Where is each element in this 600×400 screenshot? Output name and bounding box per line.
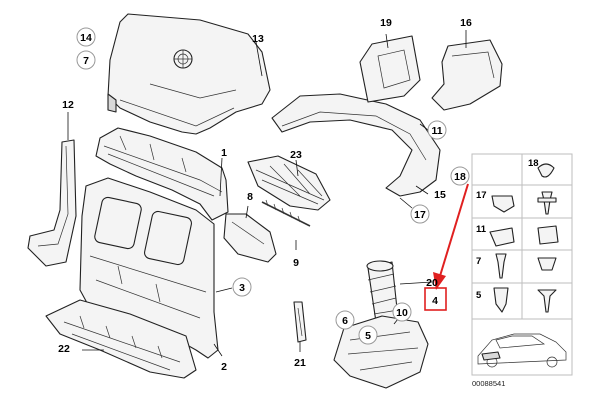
part-16-duct [431, 39, 503, 111]
part-9-strip [261, 199, 311, 227]
expansion-nut-icon [537, 257, 557, 271]
reference-number: 00088541 [472, 379, 505, 388]
bolt-icon [495, 253, 507, 279]
part-8-trim [223, 213, 277, 263]
highlight-arrow [424, 183, 469, 311]
part-20-hose [366, 260, 399, 323]
expanding-rivet-icon [493, 287, 509, 313]
callout-2: 2 [221, 361, 227, 373]
callout-10: 10 [396, 307, 408, 319]
callout-20: 20 [426, 277, 438, 289]
panel-label-11: 11 [476, 224, 487, 235]
callout-16: 16 [460, 17, 472, 29]
callout-15: 15 [434, 189, 446, 201]
part-10-lower-duct [333, 315, 429, 389]
callout-4: 4 [432, 295, 438, 307]
callout-17: 17 [414, 209, 426, 221]
callout-13: 13 [252, 33, 264, 45]
part-12-side-duct [27, 139, 77, 267]
callout-1: 1 [221, 147, 227, 159]
highlight-box-part-4 [424, 287, 447, 311]
callout-23: 23 [290, 149, 302, 161]
leader-lines [67, 30, 467, 357]
callout-labels: 14 7 13 12 1 23 8 9 3 2 22 21 19 16 11 1… [58, 17, 472, 373]
panel-label-17: 17 [476, 190, 487, 201]
callout-14: 14 [80, 32, 92, 44]
callout-18: 18 [454, 171, 466, 183]
part-21-post [293, 301, 307, 343]
callout-7: 7 [83, 55, 89, 67]
clip-icon [491, 195, 515, 213]
part-1-upper-carrier [95, 127, 229, 221]
callout-22: 22 [58, 343, 70, 355]
panel-label-7: 7 [476, 256, 481, 267]
callout-3: 3 [239, 282, 245, 294]
callout-8: 8 [247, 191, 253, 203]
nut-clip-icon [489, 227, 515, 247]
part-23-grille [247, 155, 331, 211]
part-13-top-cover [107, 13, 271, 135]
callout-9: 9 [293, 257, 299, 269]
panel-label-5: 5 [476, 290, 482, 301]
grommet-icon [537, 163, 555, 178]
callout-6: 6 [342, 315, 348, 327]
push-pin-icon [537, 289, 557, 313]
callout-11: 11 [431, 125, 442, 137]
hardware-panel: 18 17 11 7 5 [471, 153, 573, 320]
callout-19: 19 [380, 17, 392, 29]
part-22-lower-shield [45, 299, 197, 379]
callout-5: 5 [365, 330, 371, 342]
callout-12: 12 [62, 99, 74, 111]
callout-21: 21 [294, 357, 306, 369]
part-19-bracket [359, 35, 421, 103]
car-silhouette [471, 318, 573, 376]
panel-label-18: 18 [528, 158, 539, 169]
speed-nut-icon [537, 225, 559, 245]
